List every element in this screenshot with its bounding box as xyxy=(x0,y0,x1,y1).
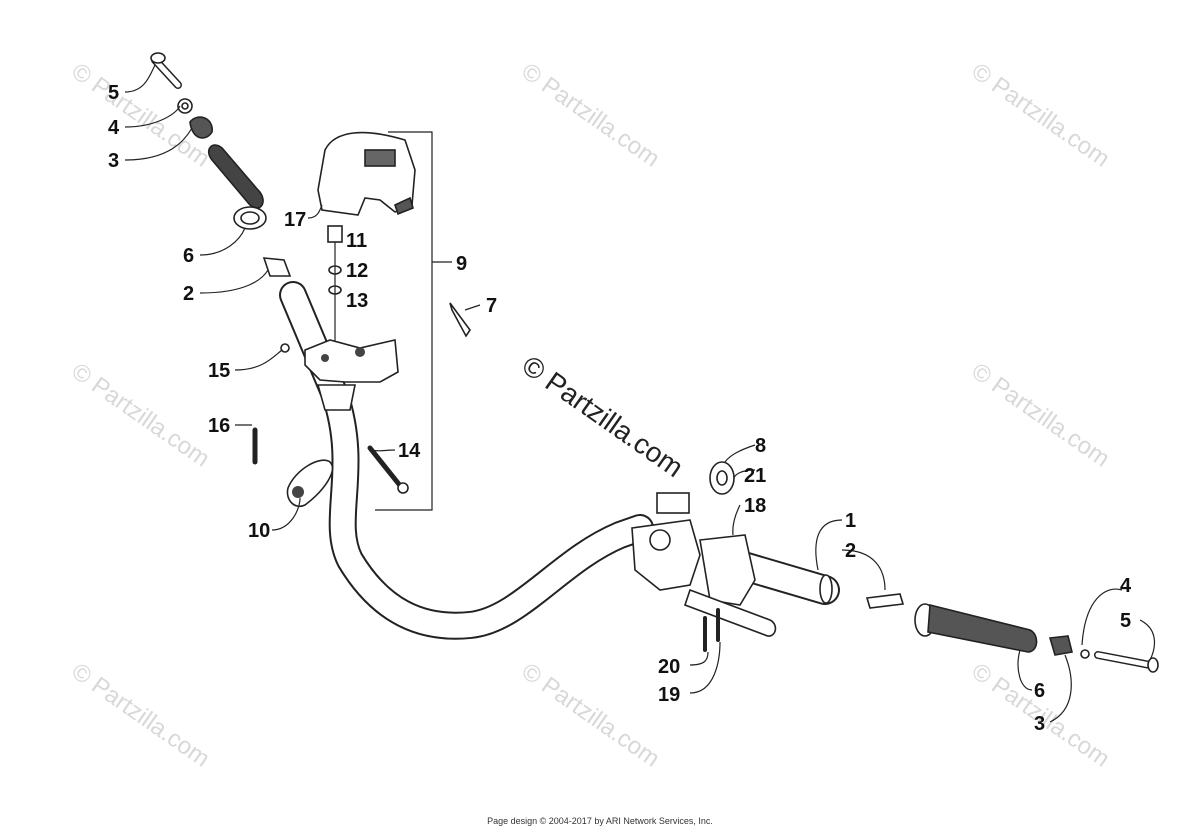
watermark-text: © Partzilla.com xyxy=(967,358,1115,473)
handlebar-tube xyxy=(279,281,840,640)
callout-15: 15 xyxy=(208,360,230,382)
watermark-text: © Partzilla.com xyxy=(517,658,665,773)
watermark-text: © Partzilla.com xyxy=(967,58,1115,173)
throttle-lever xyxy=(286,459,334,507)
callout-16: 16 xyxy=(208,415,230,437)
callout-9: 9 xyxy=(456,253,467,275)
callout-11: 11 xyxy=(346,230,367,252)
callout-18: 18 xyxy=(744,495,766,517)
decal-7 xyxy=(449,302,471,338)
group-bracket-9 xyxy=(375,131,433,511)
watermark-text: © Partzilla.com xyxy=(67,58,215,173)
callout-5-right: 5 xyxy=(1120,610,1131,632)
watermark-text: © Partzilla.com xyxy=(67,658,215,773)
callout-8: 8 xyxy=(755,435,766,457)
right-grip xyxy=(865,593,1159,673)
callout-14: 14 xyxy=(398,440,421,462)
callout-1: 1 xyxy=(845,510,856,532)
footer-copyright: Page design © 2004-2017 by ARI Network S… xyxy=(487,816,713,826)
watermark-text: © Partzilla.com xyxy=(517,58,665,173)
callout-7: 7 xyxy=(486,295,497,317)
right-controls xyxy=(631,461,777,652)
watermark-text: © Partzilla.com xyxy=(67,358,215,473)
callout-labels: 5 4 3 6 2 17 11 12 13 9 7 15 16 14 10 8 … xyxy=(108,82,1132,735)
callout-10: 10 xyxy=(248,520,270,542)
leader-lines xyxy=(124,64,1155,723)
callout-5-left: 5 xyxy=(108,82,119,104)
callout-13: 13 xyxy=(346,290,368,312)
callout-19: 19 xyxy=(658,684,680,706)
switch-cover xyxy=(317,131,416,216)
callout-4-right: 4 xyxy=(1120,575,1132,597)
callout-2-left: 2 xyxy=(183,283,194,305)
watermark-center-text: © Partzilla.com xyxy=(517,350,689,484)
callout-17: 17 xyxy=(284,209,306,231)
callout-6-right: 6 xyxy=(1034,680,1045,702)
callout-20: 20 xyxy=(658,656,680,678)
screws-left xyxy=(252,343,409,494)
left-grip xyxy=(150,52,292,277)
throttle-housing xyxy=(304,339,399,411)
callout-21: 21 xyxy=(744,465,766,487)
callout-6-left: 6 xyxy=(183,245,194,267)
callout-12: 12 xyxy=(346,260,368,282)
callout-4-left: 4 xyxy=(108,117,120,139)
callout-2-right: 2 xyxy=(845,540,856,562)
callout-3-left: 3 xyxy=(108,150,119,172)
callout-3-right: 3 xyxy=(1034,713,1045,735)
clamp-hardware xyxy=(327,225,343,360)
